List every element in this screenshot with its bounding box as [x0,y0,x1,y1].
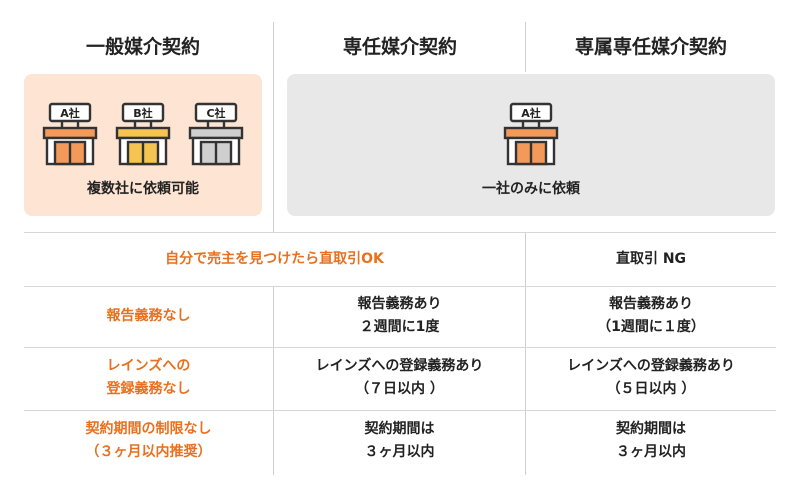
building-b-sign: B社 [133,106,152,120]
header-exclusive-contract: 専任媒介契約 [342,36,457,58]
row-divider-4 [24,410,776,411]
divider-col2-col3-row1 [525,232,526,286]
reins-col3-line1: レインズへの登録義務あり [567,358,735,374]
report-col2-line1: 報告義務あり [357,296,442,312]
divider-col2-col3-body [525,286,526,475]
general-contract-box: A社 B社 C社 [24,74,262,216]
period-col2-line2: ３ヶ月以内 [364,444,435,460]
period-col1-line1: 契約期間の制限なし [85,421,212,437]
building-a-sign: A社 [521,106,541,120]
building-b-icon: B社 [115,102,171,166]
report-col2-line2: ２週間に1度 [359,319,440,335]
report-col3-line1: 報告義務あり [609,296,693,312]
period-col1-line2: （３ヶ月以内推奨） [85,444,212,460]
report-col3-line2: （1週間に１度） [597,319,705,335]
period-col2-line1: 契約期間は [364,421,435,437]
row-divider-1 [24,232,776,233]
exclusive-contract-caption: 一社のみに依頼 [482,181,580,197]
building-a-icon: A社 [42,102,98,166]
report-col1-text: 報告義務なし [106,308,191,324]
building-c-sign: C社 [206,106,225,120]
reins-col1-line2: 登録義務なし [106,381,191,397]
reins-col2-line2: （７日以内 ） [355,381,444,397]
reins-col2-line1: レインズへの登録義務あり [315,358,484,374]
divider-col2-col3-top [525,22,526,72]
building-c-icon: C社 [188,102,244,166]
period-col3-line2: ３ヶ月以内 [616,444,686,460]
direct-deal-ok-text: 自分で売主を見つけたら直取引OK [165,251,384,267]
row-divider-2 [24,286,776,287]
general-contract-caption: 複数社に依頼可能 [87,181,199,197]
divider-col1-col2 [273,22,274,232]
divider-col1-col2-body [273,286,274,475]
exclusive-contract-box: A社 一社のみに依頼 [287,74,775,216]
header-dedicated-exclusive-contract: 専属専任媒介契約 [574,36,727,58]
reins-col3-line2: （５日以内 ） [606,381,696,397]
building-a-sign: A社 [60,106,80,120]
direct-deal-ng-text: 直取引 NG [615,251,687,267]
reins-col1-line1: レインズへの [106,358,191,374]
header-general-contract: 一般媒介契約 [85,36,200,58]
row-divider-3 [24,347,776,348]
building-a-icon: A社 [503,102,559,166]
period-col3-line1: 契約期間は [616,421,686,437]
